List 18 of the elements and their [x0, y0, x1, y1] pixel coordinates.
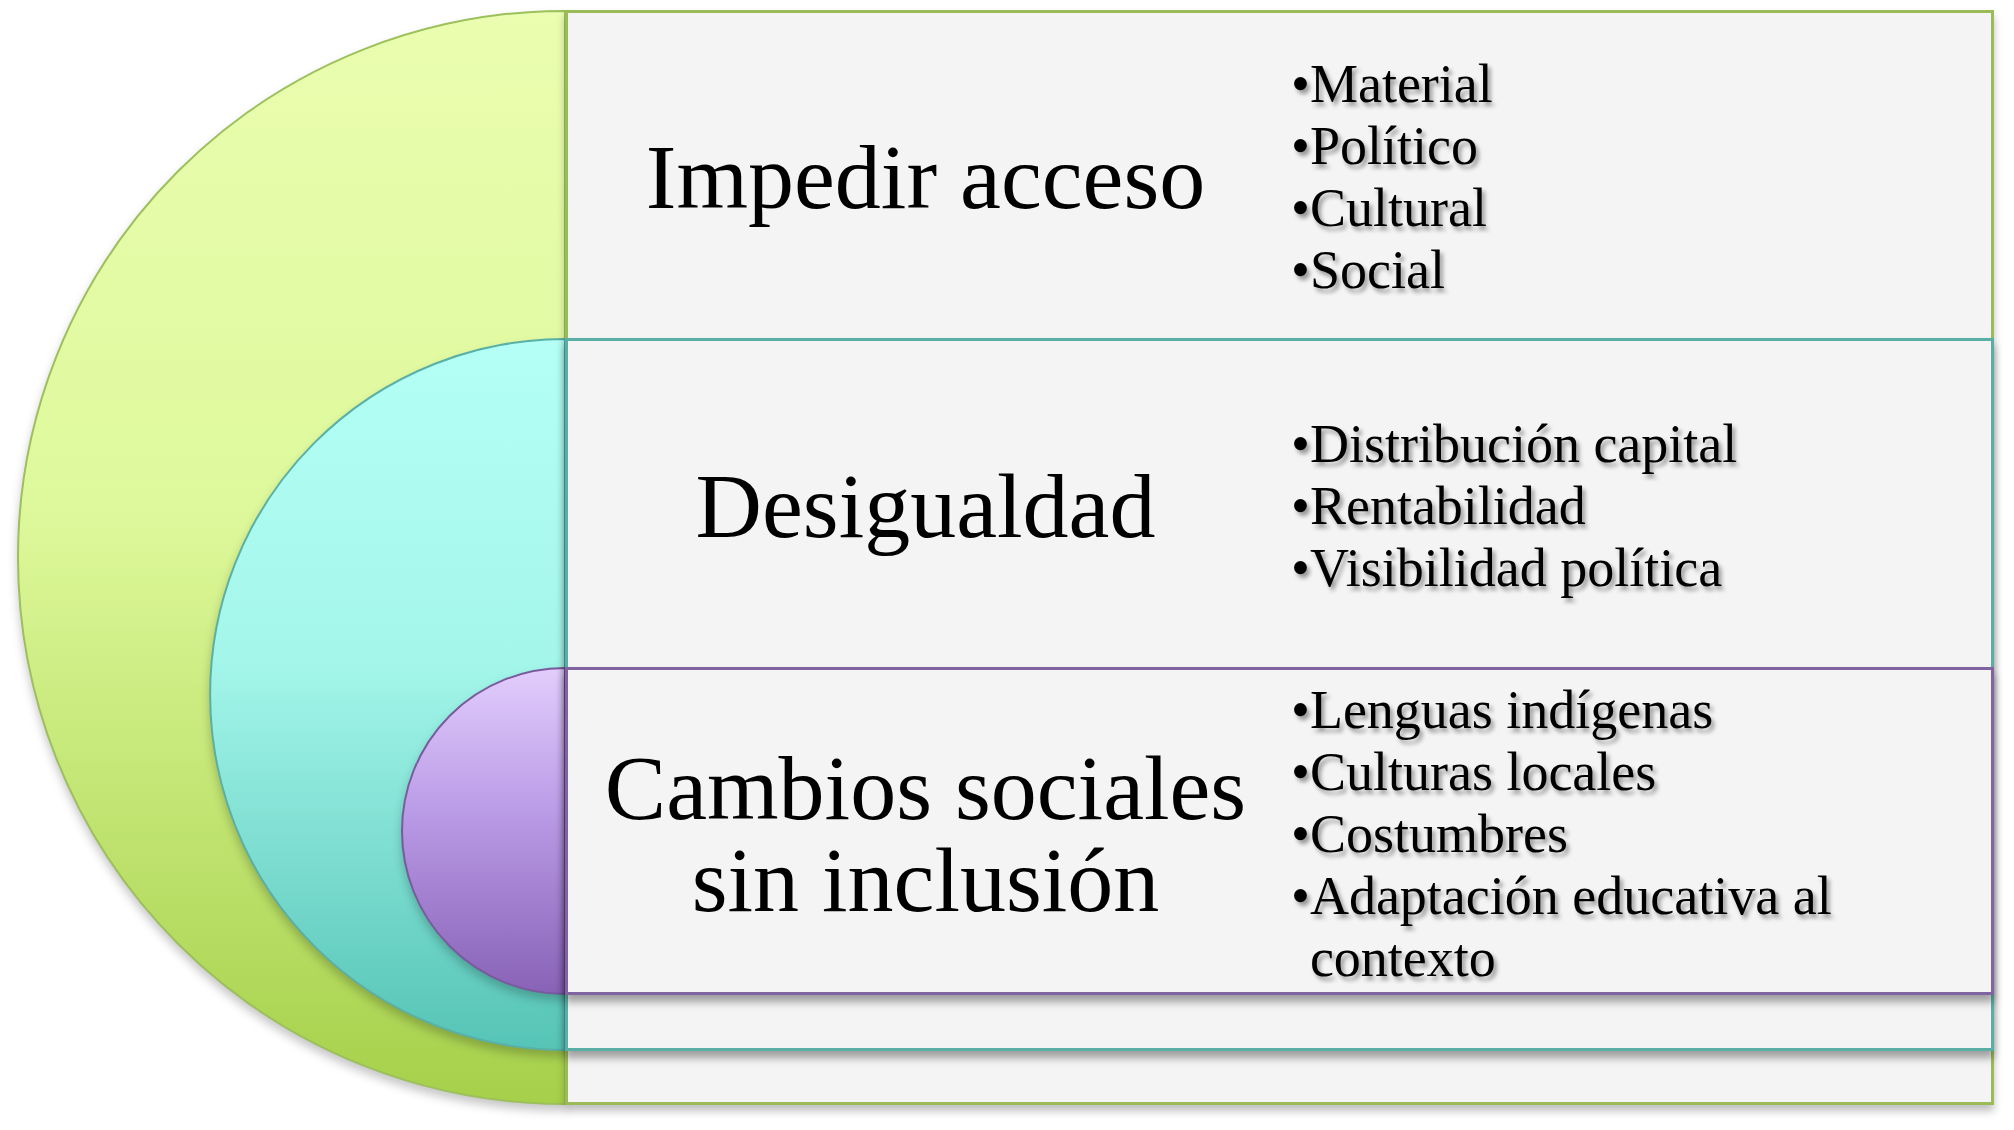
bullet-item: •Visibilidad política [1291, 536, 1723, 599]
bullet-item: •Distribución capital [1291, 412, 1738, 475]
bullet-item: •Adaptación educativa al contexto [1291, 865, 1833, 989]
bullet-item: •Culturas locales [1291, 741, 1657, 803]
bullet-item: •Costumbres [1291, 803, 1568, 865]
band-heading: Cambios sociales sin inclusión [603, 742, 1248, 926]
bullet-item: •Material [1291, 53, 1493, 115]
semicircle [209, 338, 565, 1051]
bullet-item: •Lenguas indígenas [1291, 679, 1714, 741]
text-panel [565, 667, 1994, 995]
bullet-item: •Social [1291, 239, 1445, 301]
semicircle [17, 10, 565, 1105]
bullet-item: •Político [1291, 115, 1478, 177]
bullet-item: •Cultural [1291, 177, 1487, 239]
text-panel [565, 10, 1994, 1105]
semicircle [401, 667, 565, 995]
text-panel [565, 338, 1994, 1051]
bullet-item: •Rentabilidad [1291, 474, 1586, 537]
